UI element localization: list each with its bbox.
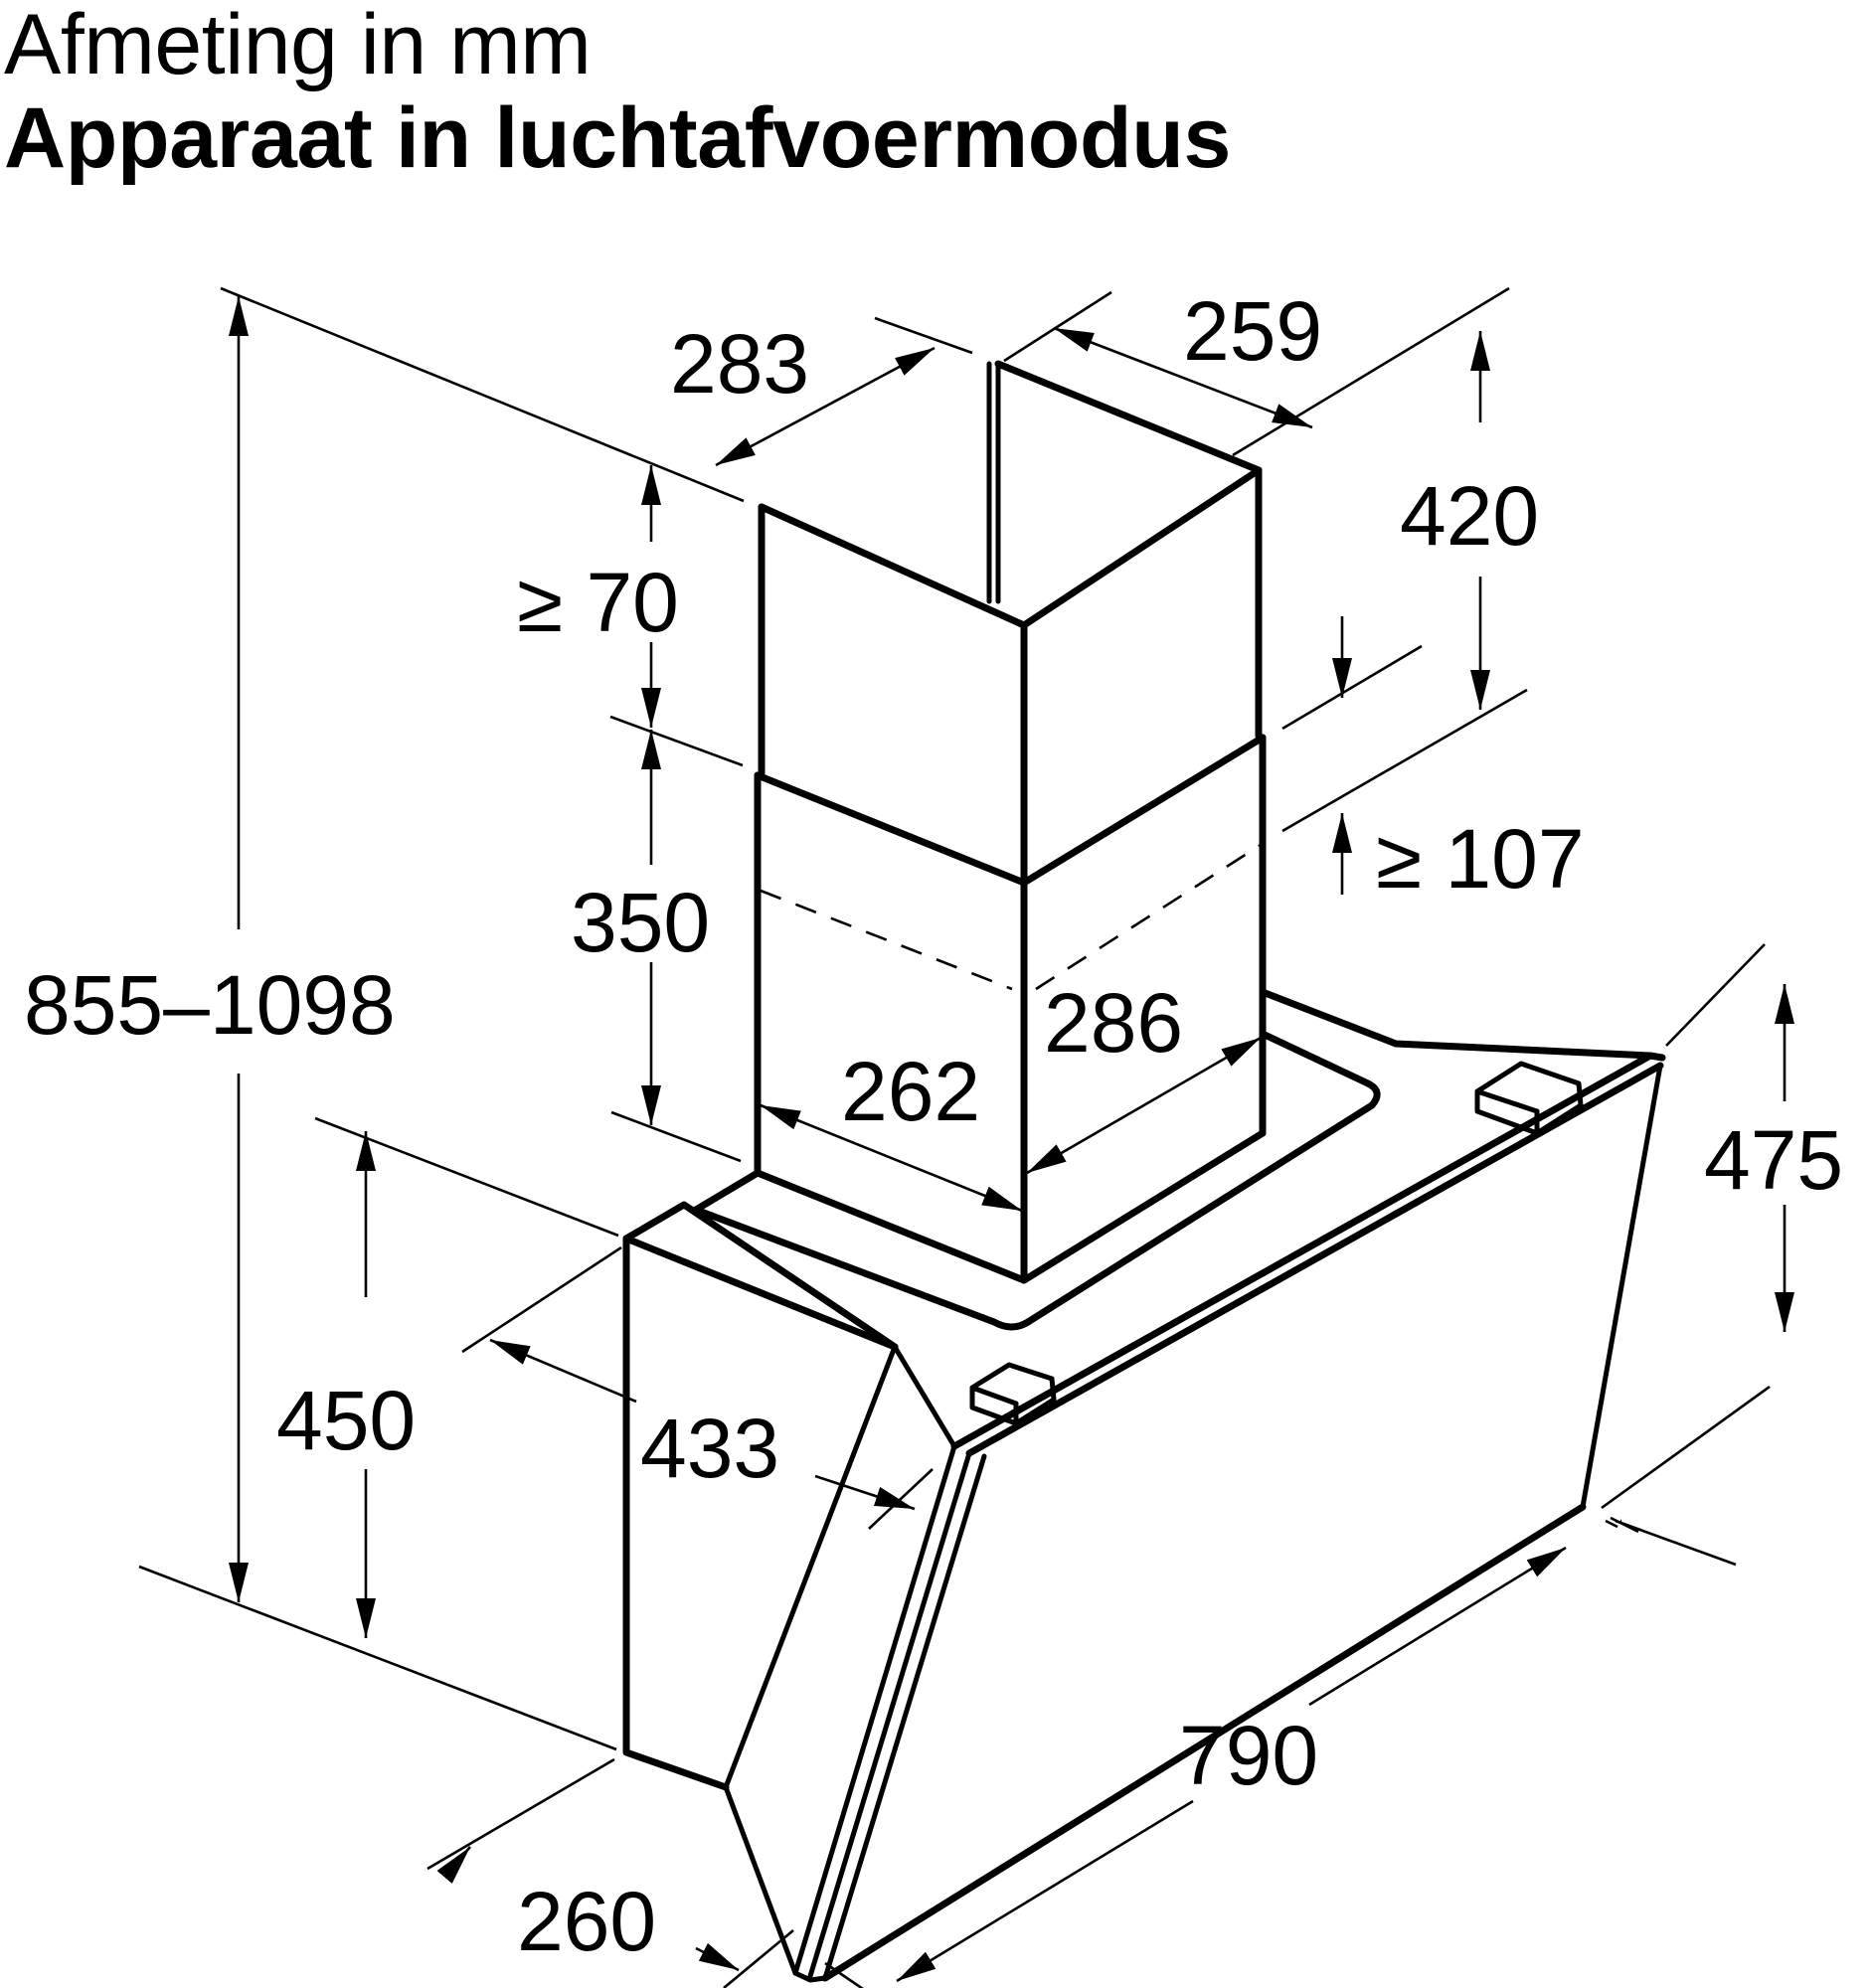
label-chimney-upper-width: 259 (1183, 284, 1322, 378)
hood-body (622, 360, 1666, 1983)
label-duct-gap: ≥ 107 (1376, 812, 1585, 906)
label-chimney-upper-depth: 283 (670, 317, 809, 411)
label-total-height: 855–1098 (24, 958, 396, 1052)
page-title: Afmeting in mm (4, 0, 592, 92)
dimension-lines (138, 286, 1794, 1988)
label-hood-width: 790 (1179, 1709, 1318, 1802)
label-hood-depth: 433 (640, 1402, 779, 1495)
hinge-right (1474, 1061, 1584, 1136)
label-chimney-lower-depth: 262 (841, 1045, 980, 1138)
dimension-labels: 855–1098 283 259 420 ≥ 70 350 ≥ 107 262 … (24, 284, 1843, 1968)
label-chimney-lower-width: 286 (1044, 976, 1183, 1070)
hood-side (622, 1201, 957, 1976)
label-bottom-depth: 260 (517, 1875, 656, 1968)
base-plate (692, 988, 1654, 1331)
label-chimney-lower-height: 350 (571, 876, 710, 969)
label-front-panel-height: 475 (1704, 1113, 1843, 1207)
label-ceiling-clearance: ≥ 70 (517, 556, 679, 649)
label-chimney-upper-height: 420 (1400, 469, 1539, 563)
chimney-lower (754, 734, 1267, 1284)
hinge-left (969, 1362, 1057, 1426)
label-hood-height: 450 (276, 1374, 416, 1467)
page-subtitle: Apparaat in luchtafvoermodus (4, 90, 1232, 186)
